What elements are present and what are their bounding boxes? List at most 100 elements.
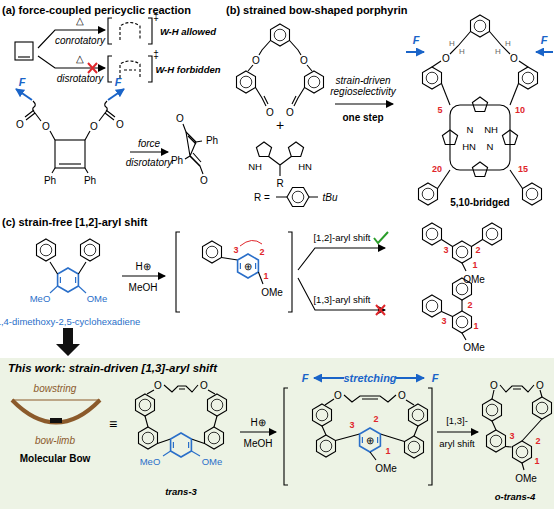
position-number: 3 (233, 246, 238, 256)
position-number: 3 (441, 317, 446, 327)
compound-label: trans-3 (165, 487, 197, 497)
text-label: aryl shift (439, 439, 474, 449)
panel-title: (c) strain-free [1,2]-aryl shift (2, 216, 147, 228)
text-label: + (276, 118, 284, 133)
text-label: conrotatory (55, 35, 105, 46)
text-label: O (252, 55, 260, 66)
text-label: ‡ (153, 11, 159, 22)
position-number: 20 (432, 165, 442, 175)
panel-title: (a) force-coupled pericyclic reaction (2, 4, 191, 16)
text-label: N (487, 142, 494, 152)
position-number: 1 (263, 272, 268, 282)
text-label: OMe (261, 287, 283, 298)
text-label: HN (462, 142, 476, 152)
compound-label: W-H allowed (160, 27, 216, 37)
text-label: N (467, 125, 474, 135)
text-label: tBu (322, 192, 337, 203)
text-label: R (276, 178, 283, 189)
position-number: 2 (259, 248, 264, 258)
position-number: 1 (473, 322, 478, 332)
methoxy-label: OMe (202, 457, 223, 467)
text-label: one step (342, 112, 383, 123)
text-label: disrotatory (57, 73, 104, 84)
text-label: O (266, 107, 274, 118)
text-label: OMe (375, 463, 397, 474)
text-label: O (200, 380, 208, 391)
force-label: F (302, 372, 309, 384)
compound-label: o-trans-4 (495, 492, 536, 502)
methoxy-label: MeO (30, 294, 51, 304)
text-label: HN (298, 162, 312, 172)
position-number: 1 (472, 261, 477, 271)
text-label: Ph (84, 175, 96, 186)
text-label: O (490, 380, 498, 391)
text-label: ⊕ (244, 261, 252, 272)
text-label: △ (76, 53, 84, 64)
band-title: This work: strain-driven [1,3]-aryl shif… (8, 362, 217, 374)
text-label: O (16, 119, 24, 130)
position-number: 3 (509, 432, 514, 442)
text-label: O (42, 121, 50, 132)
position-number: 2 (373, 415, 378, 425)
text-label: O (200, 175, 208, 186)
text-label: O (536, 380, 544, 391)
position-number: 2 (535, 437, 540, 447)
position-number: 5 (437, 106, 442, 116)
text-label: [1,2]-aryl shift (313, 233, 370, 243)
text-label: O (510, 53, 518, 64)
text-label: O (116, 119, 124, 130)
bow-part-label: bow-limb (35, 435, 75, 446)
position-number: 15 (518, 165, 528, 175)
force-label: F (541, 34, 548, 46)
position-number: 2 (475, 246, 480, 256)
methoxy-label: 1,4-dimethoxy-2,5-cyclohexadiene (0, 317, 140, 327)
text-label: H⊕ (135, 261, 150, 272)
methoxy-label: MeO (140, 457, 161, 467)
force-label: F (432, 372, 439, 384)
text-label: O (300, 55, 308, 66)
force-label: F (115, 76, 122, 88)
text-label: [1,3]-aryl shift (313, 295, 370, 305)
force-label: F (19, 76, 26, 88)
text-label: O (154, 380, 162, 391)
text-label: ‡ (153, 49, 159, 60)
text-label: O (286, 107, 294, 118)
force-label: stretching (343, 372, 396, 384)
position-number: 3 (443, 246, 448, 256)
text-label: O (398, 390, 406, 401)
compound-label: W-H forbidden (155, 65, 220, 75)
hydrogen-label: H (505, 40, 511, 49)
bow-part-label: bowstring (34, 383, 77, 394)
force-label: F (413, 34, 420, 46)
text-label: ≡ (109, 417, 117, 432)
text-label: O (334, 390, 342, 401)
position-number: 1 (534, 457, 539, 467)
methoxy-label: OMe (87, 294, 108, 304)
text-label: O (176, 113, 184, 124)
text-label: H⊕ (250, 417, 265, 428)
text-label: Molecular Bow (20, 453, 91, 464)
text-label: ⊕ (366, 435, 374, 446)
text-label: [1,3]- (446, 416, 468, 426)
text-label: OMe (463, 342, 485, 353)
text-label: force (138, 138, 160, 149)
text-label: OMe (515, 473, 537, 484)
text-label: NH (484, 125, 498, 135)
hydrogen-label: H (449, 40, 455, 49)
text-label: △ (76, 15, 84, 26)
hydrogen-label: H (495, 48, 501, 57)
text-label: OMe (463, 274, 485, 285)
panel-title: (b) strained bow-shaped porphyrin (226, 4, 408, 16)
text-label: strain-driven regioselectivity (330, 75, 396, 97)
text-label: disrotatory (126, 157, 173, 168)
text-label: 5,10-bridged (450, 197, 509, 208)
text-label: O (90, 121, 98, 132)
highlight-band: This work: strain-driven [1,3]-aryl shif… (0, 358, 554, 509)
text-label: MeOH (129, 282, 158, 293)
text-label: O (442, 53, 450, 64)
position-number: 2 (467, 301, 472, 311)
text-label: MeOH (244, 438, 273, 449)
text-label: Ph (171, 155, 183, 166)
text-label: NH (248, 162, 262, 172)
